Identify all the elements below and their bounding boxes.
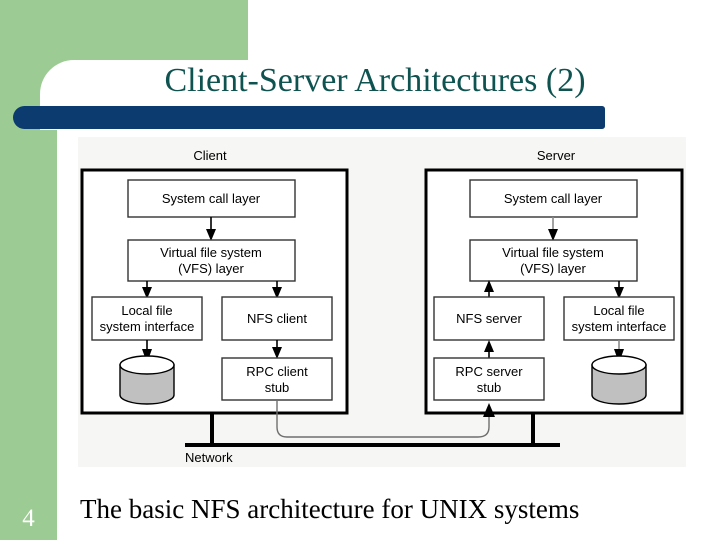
client-column-label: Client [193,148,227,163]
server-arrow-syscall-to-vfs [548,217,558,241]
navy-title-underline-bar [13,106,605,129]
server-vfs-layer-label-line1: Virtual file system [502,245,604,260]
client-vfs-layer-label-line1: Virtual file system [160,245,262,260]
rpc-call-path-arrow [276,400,495,438]
client-vfs-layer-label-line2: (VFS) layer [178,261,244,276]
server-nfs-server-label: NFS server [456,311,522,326]
client-arrow-syscall-to-vfs [206,217,216,241]
client-nfs-client-label: NFS client [247,311,307,326]
client-local-fs-interface-label-line2: system interface [100,319,195,334]
client-arrow-nfs-to-rpc-stub [272,340,282,359]
server-rpc-server-stub-label-line2: stub [477,380,502,395]
server-rpc-server-stub-box [433,357,545,401]
network-label: Network [185,450,233,465]
client-rpc-client-stub-label-line2: stub [265,380,290,395]
client-local-fs-interface-label-line1: Local file [121,303,172,318]
server-local-fs-interface-label-line2: system interface [572,319,667,334]
server-local-disk-cylinder [591,355,647,405]
figure-caption: The basic NFS architecture for UNIX syst… [80,494,580,524]
server-vfs-layer-box [469,239,638,282]
server-arrow-vfs-to-localfs [614,281,624,299]
server-system-call-layer-box [469,179,638,218]
client-local-fs-interface-box [91,296,203,341]
nfs-architecture-figure: Client Server System call layer Virtual … [78,137,686,467]
slide-number: 4 [22,505,35,532]
server-local-fs-interface-label-line1: Local file [593,303,644,318]
server-system-call-layer-label: System call layer [504,191,603,206]
server-rpc-server-stub-label-line1: RPC server [455,364,523,379]
server-arrow-nfs-to-vfs [484,280,494,297]
client-arrow-vfs-to-localfs [142,281,152,299]
client-rpc-client-stub-label-line1: RPC client [246,364,308,379]
client-arrow-vfs-to-nfs-client [272,281,282,299]
green-accent-sidebar [0,100,57,540]
client-system-call-layer-label: System call layer [162,191,261,206]
client-vfs-layer-box [127,239,296,282]
page-title: Client-Server Architectures (2) [164,62,586,99]
client-local-disk-cylinder [119,355,175,405]
server-arrow-rpc-stub-to-nfs [484,340,494,358]
server-vfs-layer-label-line2: (VFS) layer [520,261,586,276]
server-column-label: Server [537,148,576,163]
